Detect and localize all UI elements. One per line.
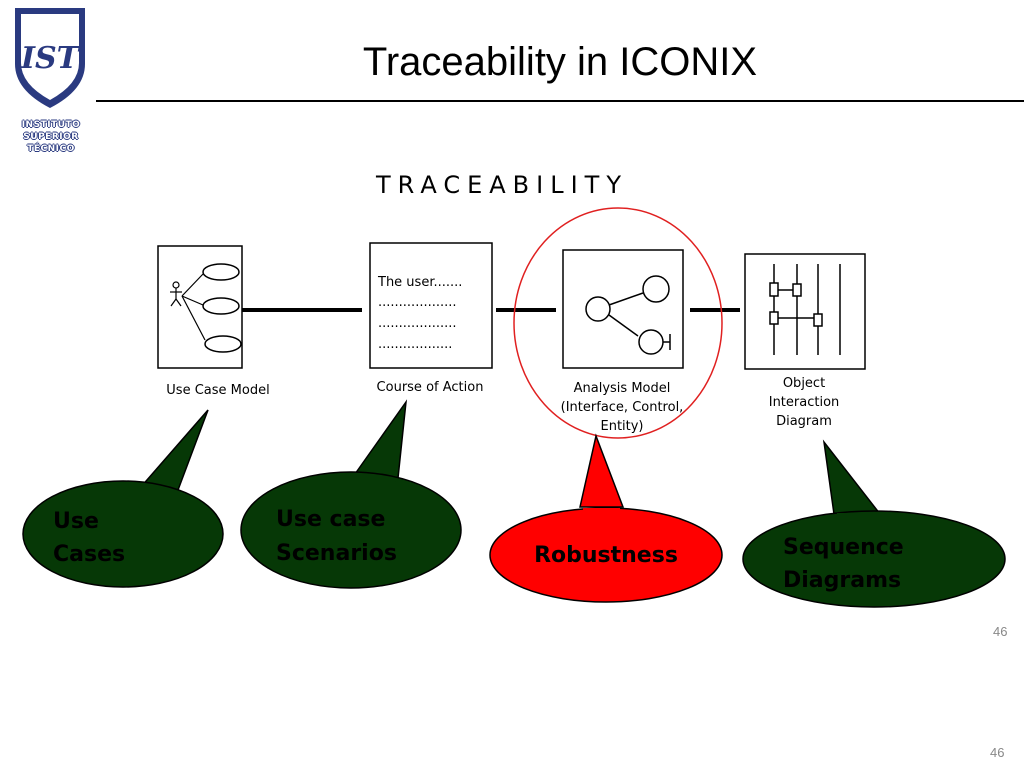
box-caption: Course of Action <box>377 380 484 395</box>
callout-robustness: Robustness <box>489 433 723 603</box>
callout-text: Sequence <box>783 535 904 560</box>
box-caption: Object <box>783 376 825 391</box>
box-text-line: ................... <box>378 316 457 331</box>
box-text-line: ................... <box>378 295 457 310</box>
box-caption: Interaction <box>769 395 840 410</box>
title-divider <box>96 100 1024 102</box>
box-text-line: The user....... <box>377 275 462 290</box>
box-caption: Use Case Model <box>166 383 269 398</box>
callout-text: Scenarios <box>276 541 397 566</box>
box-caption: Entity) <box>600 419 643 434</box>
page-number-inner: 46 <box>993 624 1008 639</box>
callout-text: Use <box>53 509 99 534</box>
callout-use-case-scenarios: Use case Scenarios <box>240 399 462 589</box>
logo-emblem-text: IST <box>20 41 82 76</box>
use-case-model-box: Use Case Model <box>157 245 270 398</box>
actor-icon <box>170 273 206 341</box>
callout-bubble <box>240 471 462 589</box>
logo-wordmark: INSTITUTO SUPERIOR TÉCNICO <box>12 119 90 155</box>
slide-title: Traceability in ICONIX <box>362 40 758 84</box>
object-interaction-box: Object Interaction Diagram <box>744 253 866 429</box>
callout-shape <box>822 439 882 515</box>
callout-bubble <box>742 510 1006 608</box>
box-caption: Diagram <box>776 414 832 429</box>
logo-line: SUPERIOR <box>23 132 79 142</box>
logo-line: TÉCNICO <box>27 144 75 154</box>
callout-text: Cases <box>53 542 125 567</box>
box-caption: (Interface, Control, <box>561 400 684 415</box>
ist-logo: IST <box>15 8 85 108</box>
callout-shape <box>138 409 209 491</box>
callout-sequence-diagrams: Sequence Diagrams <box>742 439 1006 608</box>
callout-shape <box>579 433 625 508</box>
robustness-icon <box>585 275 671 355</box>
callout-bubble <box>22 480 224 588</box>
figure-heading: TRACEABILITY <box>375 171 628 199</box>
callout-text: Robustness <box>534 543 678 568</box>
highlight-circle <box>513 207 723 439</box>
box-caption: Analysis Model <box>574 381 671 396</box>
logo-line: INSTITUTO <box>21 120 81 130</box>
callout-text: Diagrams <box>783 568 901 593</box>
box-text-line: .................. <box>378 337 452 352</box>
sequence-diagram-icon <box>769 264 841 355</box>
callout-text: Use case <box>276 507 385 532</box>
page-number: 46 <box>990 745 1005 760</box>
callout-use-cases: Use Cases <box>22 409 224 588</box>
course-of-action-box: The user....... ................... ....… <box>369 242 493 395</box>
use-case-ellipses-icon <box>202 263 242 353</box>
analysis-model-box: Analysis Model (Interface, Control, Enti… <box>561 249 684 434</box>
callout-shape <box>353 399 408 479</box>
